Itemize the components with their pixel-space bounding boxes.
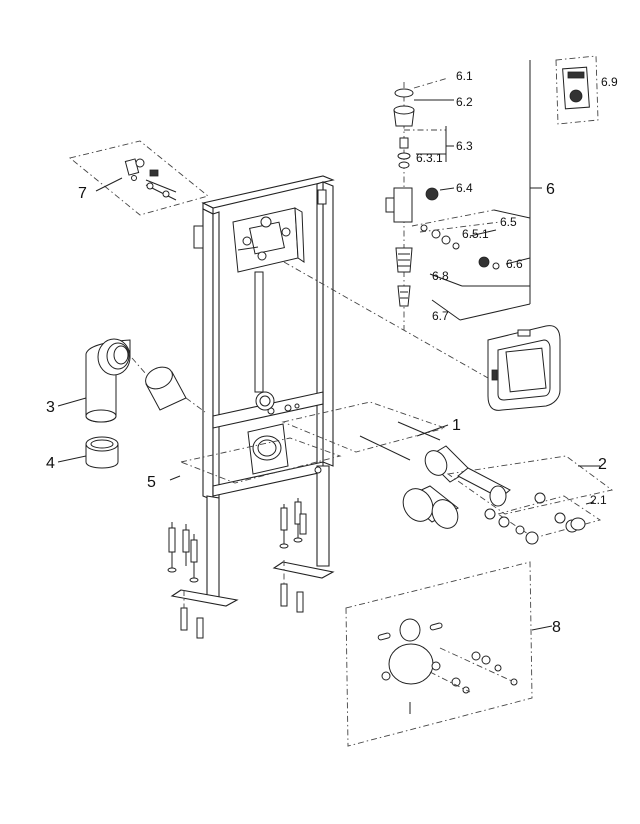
actuator-opening xyxy=(283,261,561,411)
frame-bolts-right xyxy=(279,498,307,613)
frame-bolts-left xyxy=(167,522,204,639)
label-7: 7 xyxy=(78,185,87,202)
label-2-1: 2.1 xyxy=(590,493,607,507)
label-6-3-1: 6.3.1 xyxy=(416,151,443,165)
part-1-connection-set xyxy=(281,401,471,529)
label-3: 3 xyxy=(46,399,55,416)
label-8: 8 xyxy=(552,619,561,636)
label-5: 5 xyxy=(147,474,156,491)
label-1: 1 xyxy=(452,417,461,434)
part-2-1-fittings xyxy=(496,495,602,545)
label-6-5-1: 6.5.1 xyxy=(462,227,489,241)
label-6-8: 6.8 xyxy=(432,269,449,283)
part-6-flush-valve xyxy=(385,60,542,330)
part-8-insulation-plate xyxy=(345,561,553,747)
connecting-sleeve xyxy=(131,357,206,413)
cistern-box xyxy=(232,207,305,411)
label-6-5: 6.5 xyxy=(500,215,517,229)
part-2-flush-pipe xyxy=(446,455,614,520)
part-3-drain-bend xyxy=(85,338,131,423)
part-6-9-protection-cover xyxy=(555,55,599,125)
label-6-6: 6.6 xyxy=(506,257,523,271)
label-6-3: 6.3 xyxy=(456,139,473,153)
label-6: 6 xyxy=(546,181,555,198)
label-6-4: 6.4 xyxy=(456,181,473,195)
label-2: 2 xyxy=(598,456,607,473)
label-4: 4 xyxy=(46,455,55,472)
label-6-1: 6.1 xyxy=(456,69,473,83)
part-7-bracket-kit xyxy=(69,140,209,216)
label-6-7: 6.7 xyxy=(432,309,449,323)
part-4-seal xyxy=(85,436,119,469)
label-6-2: 6.2 xyxy=(456,95,473,109)
part-5-connection xyxy=(169,423,342,484)
label-6-9: 6.9 xyxy=(601,75,618,89)
